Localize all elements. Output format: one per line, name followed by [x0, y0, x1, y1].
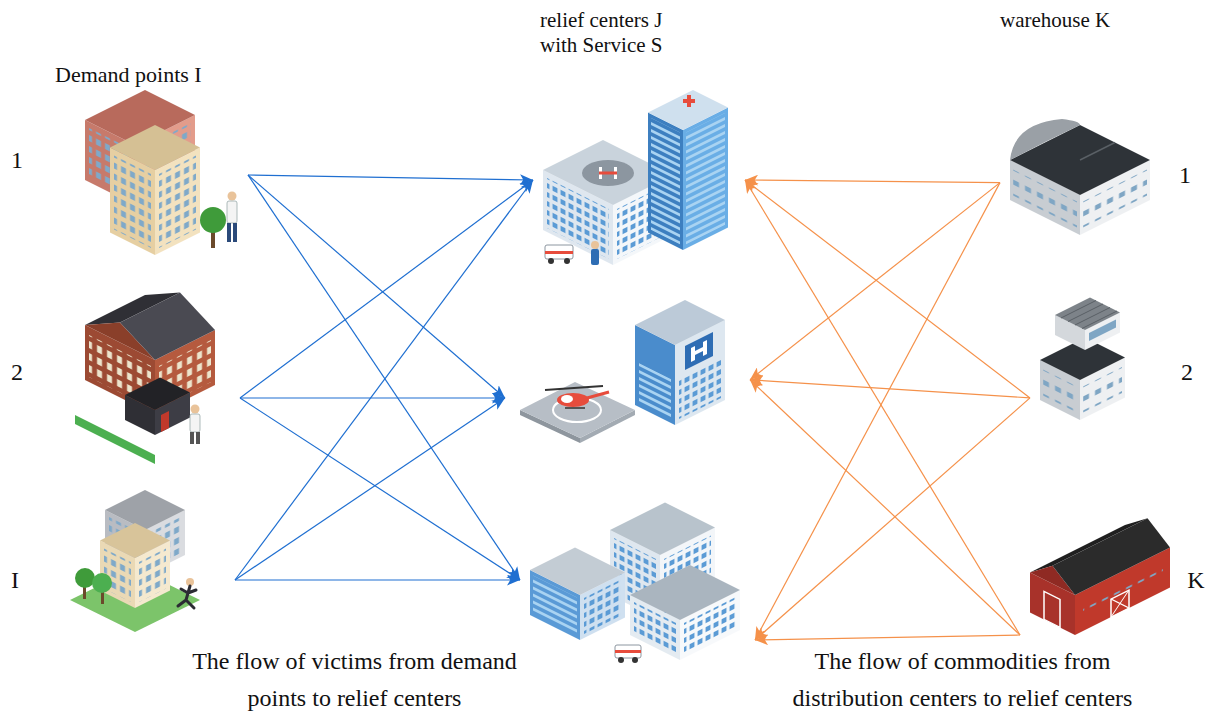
warehouse: 1 — [1000, 115, 1160, 245]
warehouse-illustration — [1040, 298, 1125, 421]
flow-caption: The flow of victims from demand points t… — [182, 643, 527, 717]
point-number: 2 — [7, 358, 27, 386]
hospital-illustration — [543, 90, 728, 265]
brick-house-illustration — [75, 293, 215, 464]
demand-point: 2 — [70, 285, 240, 445]
warehouse-illustration — [1010, 119, 1150, 235]
flow-arrow — [750, 380, 1020, 635]
flow-arrow — [745, 180, 1000, 183]
demand-point: 1 — [60, 90, 248, 260]
hospital-complex-illustration — [530, 503, 740, 664]
flow-arrow — [248, 175, 520, 580]
warehouse: K — [1020, 510, 1180, 645]
barn-illustration — [1030, 518, 1170, 635]
flow-arrow — [248, 175, 505, 398]
flow-arrow — [745, 180, 1030, 398]
flow-arrow — [240, 398, 520, 580]
flow-arrow — [750, 380, 1030, 398]
flow-arrow — [248, 175, 533, 180]
point-number: I — [5, 566, 25, 594]
warehouse: 2 — [1030, 290, 1130, 430]
flow-arrow — [755, 398, 1030, 640]
relief-center — [505, 300, 750, 445]
point-number: 1 — [1175, 161, 1195, 189]
point-number: 2 — [1177, 358, 1197, 386]
column-heading: warehouse K — [1000, 8, 1110, 33]
flow-caption: The flow of commodities from distributio… — [785, 643, 1140, 717]
apartment-illustration — [85, 90, 237, 255]
column-heading: relief centers J with Service S — [540, 8, 680, 58]
flow-arrow — [755, 183, 1000, 640]
flow-arrow — [745, 180, 1020, 635]
relief-center — [520, 490, 755, 665]
demand-point: I — [50, 490, 235, 615]
point-number: 1 — [7, 146, 27, 174]
flow-arrow — [235, 398, 505, 580]
flow-arrow — [755, 635, 1020, 640]
flow-arrow — [240, 180, 533, 398]
flow-arrow — [235, 180, 533, 580]
relief-center — [533, 85, 745, 275]
point-number: K — [1186, 566, 1206, 594]
office-block-illustration — [70, 490, 200, 632]
hospital-helipad-illustration — [520, 300, 725, 443]
column-heading: Demand points I — [55, 62, 202, 88]
flow-arrow — [240, 397, 505, 398]
flow-arrow — [235, 579, 520, 580]
